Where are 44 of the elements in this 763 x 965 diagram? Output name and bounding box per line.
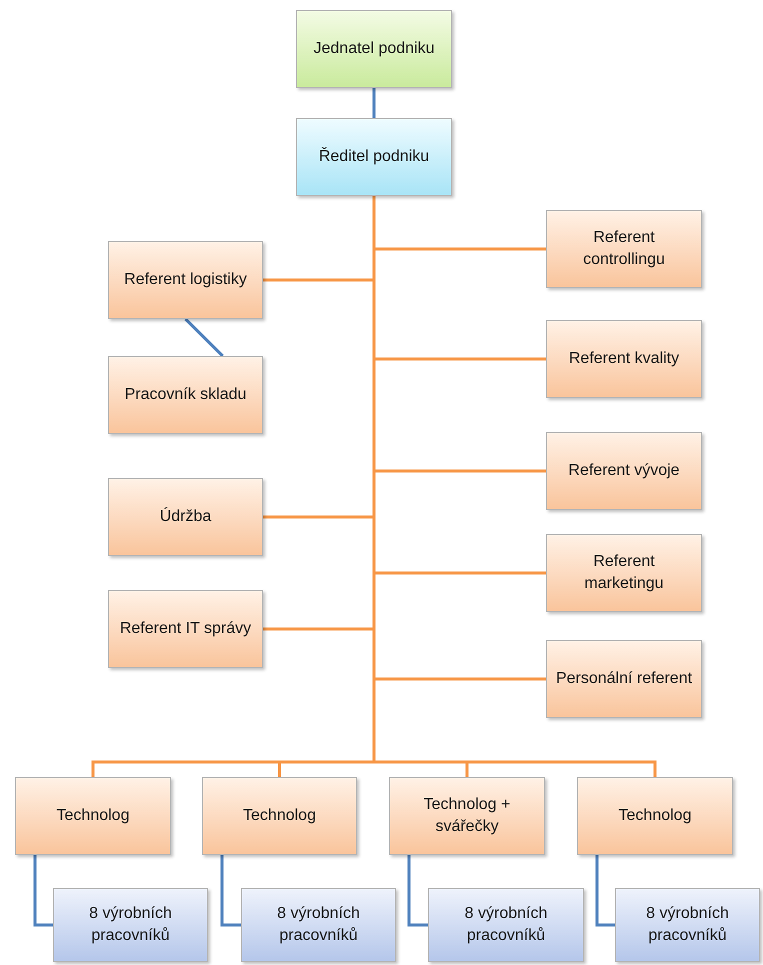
org-box bbox=[15, 777, 171, 855]
position-label: Referent kvality bbox=[568, 348, 680, 369]
position-label: Údržba bbox=[160, 506, 212, 527]
org-box bbox=[53, 888, 208, 962]
position-label: Pracovník skladu bbox=[124, 384, 246, 405]
position-label: 8 výrobních pracovníků bbox=[276, 904, 361, 946]
position-label: Technolog bbox=[56, 806, 130, 826]
org-box bbox=[615, 888, 760, 962]
org-box bbox=[389, 777, 545, 855]
position-label: Technolog bbox=[243, 806, 316, 826]
position-label: Referent marketingu bbox=[583, 552, 665, 594]
connector-line bbox=[184, 318, 224, 358]
org-box bbox=[546, 432, 702, 510]
connector-line bbox=[220, 855, 241, 926]
position-label: Technolog bbox=[618, 806, 692, 826]
org-box bbox=[577, 777, 733, 855]
position-label: Referent logistiky bbox=[124, 270, 247, 290]
org-box bbox=[296, 10, 452, 88]
org-box bbox=[108, 590, 263, 668]
position-label: 8 výrobních pracovníků bbox=[88, 904, 173, 946]
org-box bbox=[296, 118, 452, 196]
connector-line bbox=[34, 855, 53, 926]
position-label: 8 výrobních pracovníků bbox=[645, 904, 730, 946]
org-box bbox=[546, 320, 702, 398]
position-label: Personální referent bbox=[556, 668, 692, 689]
position-label: 8 výrobních pracovníků bbox=[464, 904, 548, 946]
org-box bbox=[108, 478, 263, 556]
org-box bbox=[546, 534, 702, 612]
position-label: Jednatel podniku bbox=[314, 38, 434, 59]
position-label: Technolog + svářečky bbox=[422, 794, 512, 837]
position-label: Referent vývoje bbox=[568, 460, 680, 481]
org-box bbox=[202, 777, 357, 855]
connector-line bbox=[596, 855, 615, 926]
connector-line bbox=[372, 88, 376, 118]
org-box bbox=[428, 888, 584, 962]
position-label: Referent IT správy bbox=[120, 618, 252, 639]
org-box bbox=[108, 356, 263, 434]
position-label: Ředitel podniku bbox=[318, 146, 430, 167]
position-label: Referent controllingu bbox=[582, 228, 666, 270]
org-box bbox=[546, 210, 702, 288]
org-box bbox=[108, 241, 263, 319]
org-box bbox=[241, 888, 396, 962]
connector-line bbox=[408, 855, 428, 926]
org-box bbox=[546, 640, 702, 718]
